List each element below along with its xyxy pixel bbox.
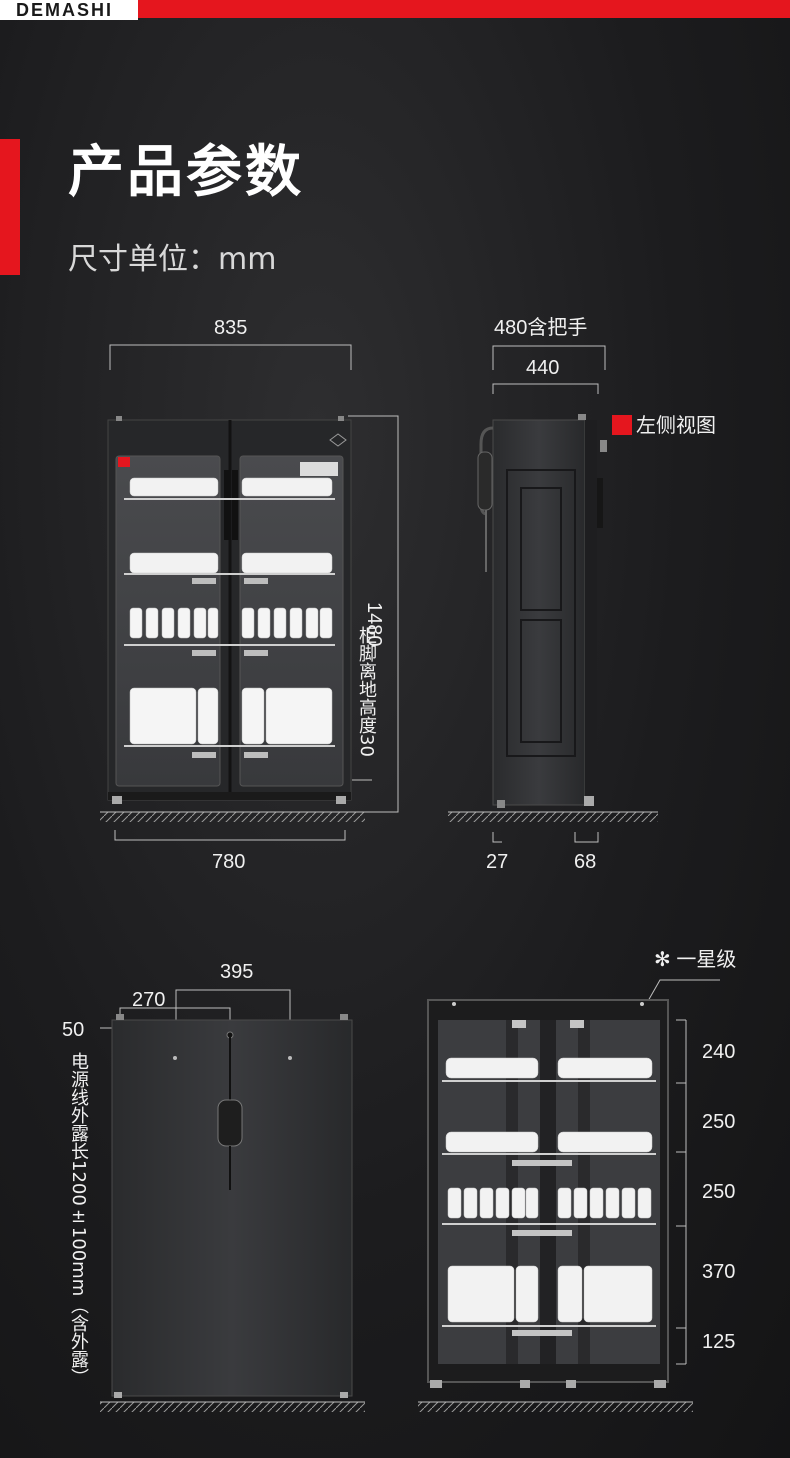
star-rating-label: 一星级	[676, 949, 737, 971]
top-red-bar	[0, 0, 790, 18]
side-view-legend-square	[612, 415, 632, 435]
brand-logo: DEMASHI	[16, 0, 114, 20]
leg-clearance-label: 柜脚离地高度30	[356, 626, 377, 757]
cable-length-note: 电源线外露长1200±100mm（含外露）	[68, 1052, 89, 1387]
shelf-height-5: 125	[702, 1331, 736, 1353]
front-width-top-label: 835	[214, 317, 248, 339]
shelf-height-3: 250	[702, 1181, 736, 1203]
page-title: 产品参数	[68, 140, 304, 205]
snowflake-icon: ✻	[654, 949, 671, 971]
title-accent-bar	[0, 139, 20, 275]
front-width-bottom-label: 780	[212, 851, 246, 873]
back-50-label: 50	[62, 1019, 85, 1041]
star-rating: ✻ 一星级	[654, 948, 736, 972]
interior-view	[418, 979, 720, 1412]
foot-back-offset-label: 68	[574, 851, 597, 873]
shelf-height-1: 240	[702, 1041, 736, 1063]
foot-front-offset-label: 27	[486, 851, 509, 873]
back-270-label: 270	[132, 989, 166, 1011]
left-side-view-label: 左侧视图	[636, 415, 716, 437]
unit-label: 尺寸单位：mm	[68, 242, 277, 277]
brand-box	[0, 0, 138, 20]
shelf-height-2: 250	[702, 1111, 736, 1133]
shelf-height-4: 370	[702, 1261, 736, 1283]
side-depth-with-handle-label: 480含把手	[494, 317, 588, 339]
side-view	[448, 345, 658, 843]
back-view	[100, 989, 365, 1412]
back-395-label: 395	[220, 961, 254, 983]
side-depth-label: 440	[526, 357, 560, 379]
front-view	[100, 344, 399, 841]
